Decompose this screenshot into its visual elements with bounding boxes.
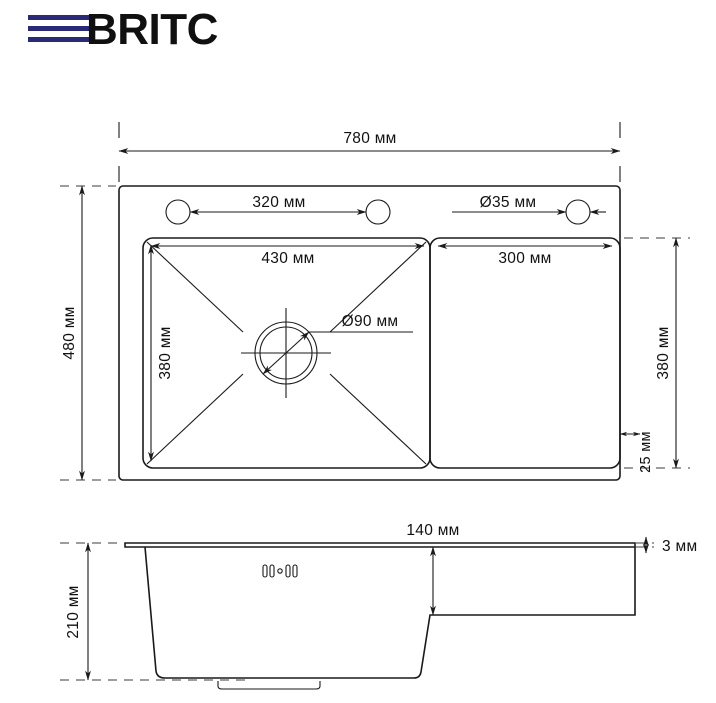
dim-right-bowl-width-label: 300 мм — [498, 250, 551, 267]
dim-thickness-label: 3 мм — [662, 538, 697, 555]
dimension-overall-width: 780 мм — [118, 122, 621, 182]
dim-total-height-label: 210 мм — [65, 585, 82, 638]
dimension-tap-hole-diameter: Ø35 мм — [452, 194, 606, 215]
dim-tap-spacing-label: 320 мм — [252, 194, 305, 211]
dimension-rim-edge: 25 мм — [619, 431, 654, 473]
dimension-overall-depth: 480 мм — [60, 185, 116, 481]
dimension-right-bowl-depth: 380 мм — [624, 237, 690, 469]
three-bars-icon — [28, 14, 90, 46]
dimension-drain-diameter: Ø90 мм — [262, 313, 413, 375]
dimension-left-bowl-width: 430 мм — [150, 243, 425, 267]
dim-overall-depth-label: 480 мм — [61, 306, 78, 359]
dimension-right-bowl-width: 300 мм — [437, 243, 613, 267]
dimension-bowl-depth: 140 мм — [406, 522, 459, 616]
dim-rim-edge-label: 25 мм — [638, 431, 654, 473]
dim-bowl-depth-label: 140 мм — [406, 522, 459, 539]
dim-left-bowl-depth-label: 380 мм — [157, 326, 174, 379]
brand-logo: BRITC — [28, 5, 278, 54]
right-drainer — [429, 237, 621, 469]
dimension-left-bowl-depth: 380 мм — [148, 244, 174, 462]
sink-section-view — [124, 542, 636, 690]
dim-overall-width-label: 780 мм — [343, 130, 396, 147]
dim-right-bowl-depth-label: 380 мм — [655, 326, 672, 379]
sink-outline-top-view — [118, 185, 621, 481]
dim-drain-diameter-label: Ø90 мм — [342, 313, 399, 330]
brand-name: BRITC — [86, 5, 218, 54]
dimension-material-thickness: 3 мм — [636, 536, 697, 555]
dim-left-bowl-width-label: 430 мм — [261, 250, 314, 267]
overflow-grille-icon — [262, 564, 298, 578]
dimension-total-height: 210 мм — [60, 542, 250, 681]
dimension-tap-hole-spacing: 320 мм — [189, 194, 367, 215]
dim-tap-diameter-label: Ø35 мм — [480, 194, 537, 211]
